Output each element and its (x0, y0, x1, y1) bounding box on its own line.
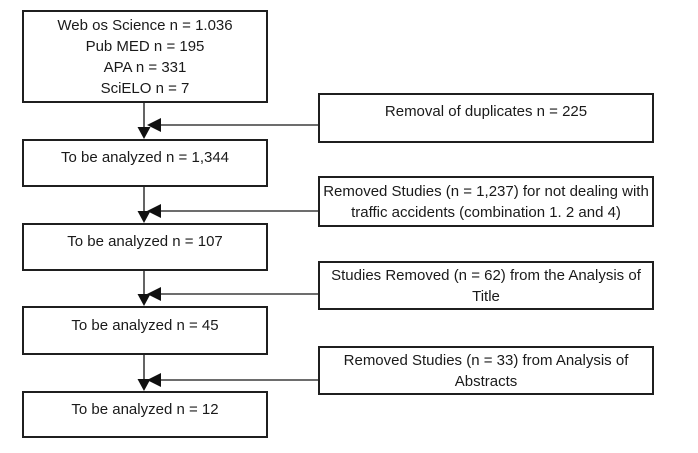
step-box-4: To be analyzed n = 12 (22, 391, 268, 438)
removal-label: Studies Removed (n = 62) from the Analys… (331, 266, 641, 284)
step-label: To be analyzed n = 12 (71, 400, 219, 418)
arrowhead-left-4 (147, 373, 161, 387)
step-label: To be analyzed n = 45 (71, 316, 219, 334)
arrowhead-left-3 (147, 287, 161, 301)
removal-label: traffic accidents (combination 1. 2 and … (351, 203, 621, 221)
source-line: APA n = 331 (103, 58, 187, 76)
arrowhead-down-1 (137, 127, 151, 139)
step-box-2: To be analyzed n = 107 (22, 223, 268, 271)
removal-box-1: Removal of duplicates n = 225 (318, 93, 654, 143)
source-line: SciELO n = 7 (100, 79, 190, 97)
arrowhead-down-3 (137, 294, 151, 306)
removal-box-2: Removed Studies (n = 1,237) for not deal… (318, 176, 654, 227)
step-box-3: To be analyzed n = 45 (22, 306, 268, 355)
removal-label: Abstracts (454, 372, 518, 390)
step-label: To be analyzed n = 107 (67, 233, 223, 250)
removal-label: Removal of duplicates n = 225 (384, 103, 588, 120)
source-line: Web os Science n = 1.036 (57, 16, 233, 34)
removal-box-3: Studies Removed (n = 62) from the Analys… (318, 261, 654, 310)
arrowhead-down-4 (137, 379, 151, 391)
arrowhead-down-2 (137, 211, 151, 223)
removal-box-4: Removed Studies (n = 33) from Analysis o… (318, 346, 654, 395)
arrowhead-left-2 (147, 204, 161, 218)
source-box: Web os Science n = 1.036 Pub MED n = 195… (22, 10, 268, 103)
removal-label: Removed Studies (n = 33) from Analysis o… (343, 351, 629, 369)
arrowhead-left-1 (147, 118, 161, 132)
removal-label: Title (472, 287, 500, 305)
step-box-1: To be analyzed n = 1,344 (22, 139, 268, 187)
removal-label: Removed Studies (n = 1,237) for not deal… (323, 182, 649, 200)
source-line: Pub MED n = 195 (85, 37, 205, 55)
step-label: To be analyzed n = 1,344 (60, 149, 230, 166)
